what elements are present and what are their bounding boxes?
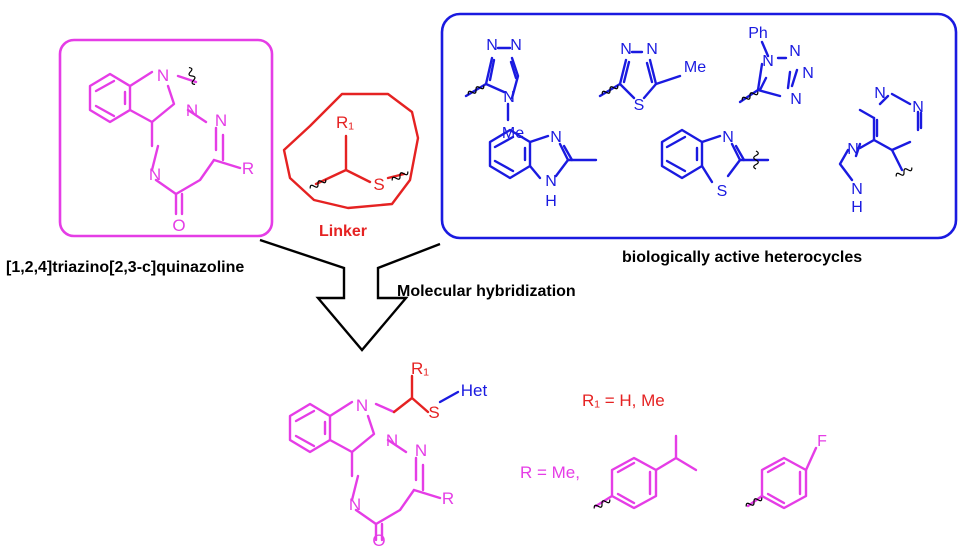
atom-N: N	[802, 65, 814, 82]
atom-N: N	[356, 396, 368, 415]
scaffold-box	[58, 38, 274, 238]
atom-N: N	[215, 111, 227, 130]
linker-cycle-outline	[282, 92, 420, 210]
linker-label: Linker	[319, 223, 367, 240]
atom-S: S	[634, 97, 645, 114]
heterocycles-box	[440, 12, 958, 240]
atom-S: S	[428, 403, 439, 422]
atom-N: N	[847, 141, 859, 158]
heterocycles-caption: biologically active heterocycles	[622, 249, 862, 266]
atom-N: N	[789, 43, 801, 60]
atom-S: S	[373, 175, 384, 194]
atom-Ph: Ph	[748, 25, 768, 42]
atom-Me: Me	[684, 59, 706, 76]
atom-N: N	[415, 441, 427, 460]
atom-O: O	[372, 531, 385, 546]
linker-group: R₁ S Linker	[282, 92, 420, 240]
atom-N: N	[186, 101, 198, 120]
atom-Het: Het	[461, 381, 488, 400]
atom-N: N	[386, 431, 398, 450]
triazinoquinazoline-structure	[88, 70, 242, 216]
atom-N: N	[762, 53, 774, 70]
atom-Me: Me	[502, 125, 524, 142]
heterocycles-group: N N N Me N N S Me Ph N N N N	[440, 12, 958, 240]
r-definition: R = Me,	[520, 463, 580, 482]
r1-definition: R₁ = H, Me	[582, 391, 665, 410]
atom-N: N	[510, 37, 522, 54]
atom-R: R	[442, 489, 454, 508]
hybridization-label: Molecular hybridization	[397, 283, 576, 300]
atom-N: N	[620, 41, 632, 58]
scaffold-group: N N N N O R	[58, 38, 274, 238]
atom-O: O	[172, 216, 185, 235]
benzothiazole-structure: N S	[660, 128, 770, 200]
atom-S: S	[717, 183, 728, 200]
atom-F: F	[817, 433, 827, 450]
hybrid-molecule: N N N N O R R₁ S Het	[288, 359, 488, 546]
benzimidazole-structure: N N H	[488, 128, 598, 210]
atom-R1: R₁	[411, 359, 429, 378]
atom-H: H	[545, 193, 557, 210]
scaffold-name-label: [1,2,4]triazino[2,3-c]quinazoline	[6, 259, 244, 276]
atom-N: N	[874, 85, 886, 102]
fluorophenyl-structure: F	[746, 433, 827, 510]
atom-N: N	[851, 181, 863, 198]
triazole-structure: N N N Me	[464, 37, 524, 142]
hybridization-arrow	[259, 238, 441, 352]
tetrazole-structure: Ph N N N N	[738, 25, 814, 108]
isopropylphenyl-structure	[594, 434, 698, 510]
atom-N: N	[722, 129, 734, 146]
atom-H: H	[851, 199, 863, 216]
atom-N: N	[503, 89, 515, 106]
atom-N: N	[790, 91, 802, 108]
atom-N: N	[157, 66, 169, 85]
thiadiazole-structure: N N S Me	[598, 41, 706, 114]
atom-R1: R₁	[336, 113, 354, 132]
atom-N: N	[912, 99, 924, 116]
attachment-wavy-mark	[894, 164, 914, 180]
atom-N: N	[550, 129, 562, 146]
purine-structure: N N N N H	[838, 85, 924, 216]
atom-N: N	[349, 495, 361, 514]
atom-N: N	[545, 173, 557, 190]
atom-R: R	[242, 159, 254, 178]
atom-N: N	[149, 165, 161, 184]
atom-N: N	[486, 37, 498, 54]
atom-N: N	[646, 41, 658, 58]
